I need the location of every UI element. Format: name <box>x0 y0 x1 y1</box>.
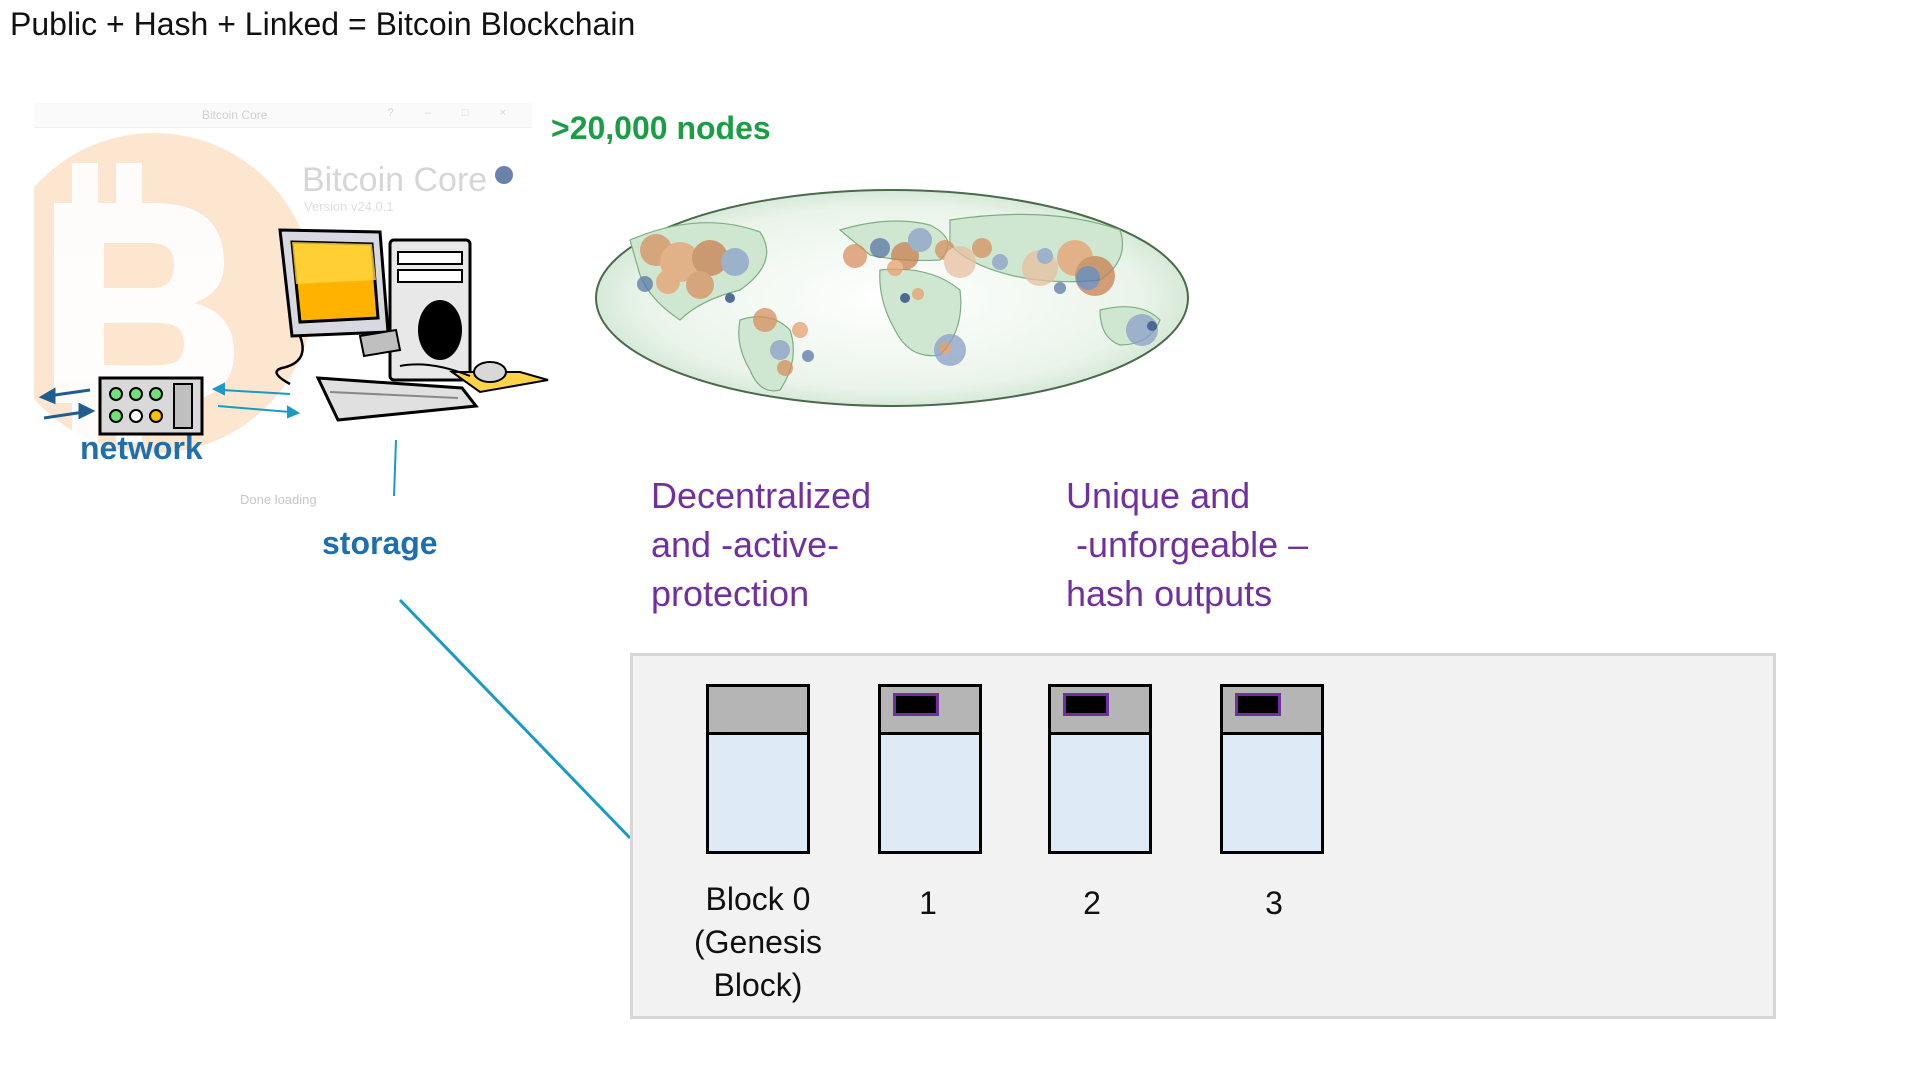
block-header <box>881 687 979 735</box>
decentralized-text: Decentralized and -active- protection <box>651 471 871 618</box>
block-header <box>1051 687 1149 735</box>
splash-version: Version v24.0.1 <box>304 199 394 214</box>
block-2 <box>1048 684 1152 854</box>
splash-window-title: Bitcoin Core <box>202 108 268 122</box>
node-bubbles <box>637 228 1158 376</box>
splash-status: Done loading <box>240 492 317 507</box>
network-label: network <box>80 430 203 466</box>
block-header <box>1223 687 1321 735</box>
previous-hash-field <box>893 693 939 716</box>
block-header <box>709 687 807 735</box>
block-1-label: 1 <box>919 885 937 921</box>
splash-titlebar: Bitcoin Core ? – □ × <box>34 103 532 128</box>
nodes-count-label: >20,000 nodes <box>551 110 771 146</box>
unique-line-1: Unique and <box>1066 475 1251 516</box>
block-0 <box>706 684 810 854</box>
desktop-computer-icon <box>275 228 549 422</box>
storage-to-chain-connector <box>398 598 632 840</box>
network-hub-icon <box>98 376 204 436</box>
bitcoin-logo-icon <box>34 108 513 453</box>
block-3 <box>1220 684 1324 854</box>
previous-hash-field <box>1235 693 1281 716</box>
block-1 <box>878 684 982 854</box>
world-map-icon <box>595 189 1189 407</box>
decentralized-line-1: Decentralized <box>651 475 872 516</box>
block-0-label-line-3: Block) <box>713 967 803 1003</box>
network-arrows <box>38 387 96 420</box>
block-0-label: Block 0 (Genesis Block) <box>678 878 838 1007</box>
block-2-label: 2 <box>1083 885 1101 921</box>
decentralized-line-2: and -active- <box>651 524 840 565</box>
storage-connector <box>393 439 397 497</box>
storage-label: storage <box>322 525 438 561</box>
block-0-label-line-1: Block 0 <box>705 881 811 917</box>
computer-link-arrows <box>211 382 301 419</box>
unique-text: Unique and -unforgeable – hash outputs <box>1066 471 1308 618</box>
splash-window-controls: ? – □ × <box>387 107 520 119</box>
unique-line-3: hash outputs <box>1066 573 1273 614</box>
block-0-label-line-2: (Genesis <box>693 924 823 960</box>
previous-hash-field <box>1063 693 1109 716</box>
slide-title: Public + Hash + Linked = Bitcoin Blockch… <box>10 6 636 42</box>
block-3-label: 3 <box>1265 885 1283 921</box>
splash-app-name: Bitcoin Core <box>302 161 488 199</box>
decentralized-line-3: protection <box>651 573 810 614</box>
blockchain-panel <box>630 653 1776 1019</box>
unique-line-2: -unforgeable – <box>1066 524 1309 565</box>
